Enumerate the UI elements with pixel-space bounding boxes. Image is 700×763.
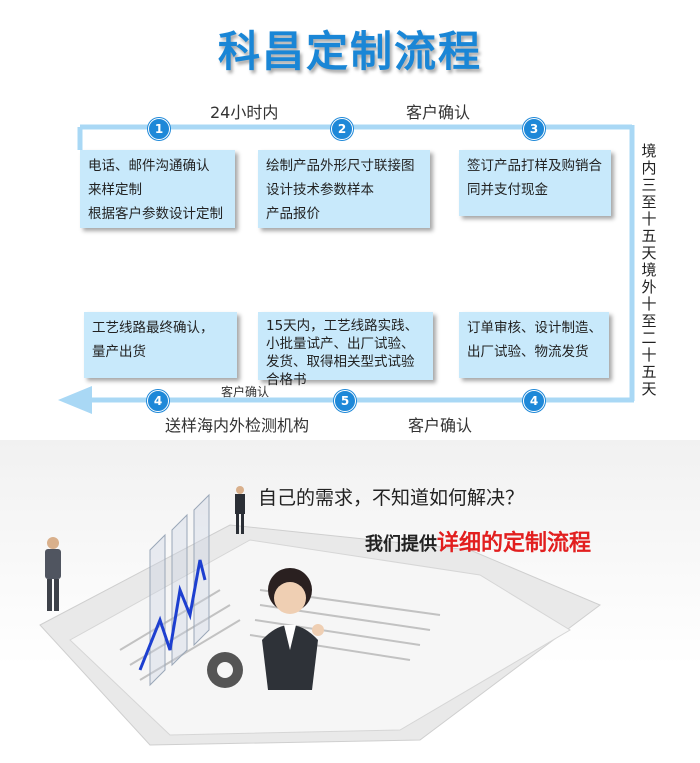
arrow-left-icon	[58, 386, 92, 414]
small-man-figure-icon	[235, 486, 245, 534]
step-5-line-1: 15天内，工艺线路实践、	[266, 318, 419, 334]
chart-line-icon	[138, 559, 207, 671]
step-number-2: 2	[331, 118, 353, 140]
side-label-domestic: 境内三至十五天	[641, 142, 657, 262]
label-within-24h: 24小时内	[210, 103, 279, 122]
step-6-line-1: 工艺线路最终确认，	[92, 320, 214, 336]
bottom-answer: 我们提供详细的定制流程	[365, 525, 591, 557]
step-2-line-1: 绘制产品外形尺寸联接图	[266, 158, 415, 174]
page-title: 科昌定制流程	[217, 27, 482, 76]
label-confirm-bottom-right: 客户确认	[408, 416, 473, 435]
step-3-line-2: 同并支付现金	[467, 182, 548, 198]
step-number-5: 5	[334, 390, 356, 412]
label-send-sample: 送样海内外检测机构	[165, 416, 310, 435]
label-confirm-top: 客户确认	[406, 103, 471, 122]
step-1-line-3: 根据客户参数设计定制	[88, 206, 223, 222]
step-box-6: 工艺线路最终确认， 量产出货	[84, 312, 237, 378]
step-number-6: 4	[147, 390, 169, 412]
step-box-2: 绘制产品外形尺寸联接图 设计技术参数样本 产品报价	[258, 150, 430, 228]
step-4-line-2: 出厂试验、物流发货	[467, 344, 589, 360]
step-5-line-4: 合格书	[266, 372, 307, 388]
label-confirm-bottom-left: 客户确认	[221, 385, 270, 399]
step-number-3: 3	[523, 118, 545, 140]
businessman-figure-icon	[45, 537, 61, 611]
step-6-line-2: 量产出货	[92, 344, 146, 360]
bottom-answer-prefix: 我们提供	[365, 534, 437, 555]
step-5-line-2: 小批量试产、出厂试验、	[266, 336, 415, 352]
businesswoman-figure-icon	[262, 568, 324, 690]
step-5-line-3: 发货、取得相关型式试验	[266, 354, 415, 370]
step-4-line-1: 订单审核、设计制造、	[467, 320, 602, 336]
step-box-3: 签订产品打样及购销合 同并支付现金	[459, 150, 611, 216]
step-box-1: 电话、邮件沟通确认 来样定制 根据客户参数设计定制	[80, 150, 235, 228]
newspaper-scene-illustration	[39, 486, 601, 746]
step-box-4: 订单审核、设计制造、 出厂试验、物流发货	[459, 312, 609, 378]
step-number-4: 4	[523, 390, 545, 412]
step-number-1: 1	[148, 118, 170, 140]
step-2-line-2: 设计技术参数样本	[266, 182, 374, 198]
side-label-overseas: 境外十至二十五天	[641, 261, 657, 398]
bottom-question: 自己的需求，不知道如何解决？	[258, 487, 525, 509]
bottom-answer-highlight: 详细的定制流程	[437, 531, 592, 556]
step-box-5: 15天内，工艺线路实践、 小批量试产、出厂试验、 发货、取得相关型式试验 合格书	[258, 312, 433, 388]
step-1-line-2: 来样定制	[88, 182, 142, 198]
step-2-line-3: 产品报价	[266, 206, 320, 222]
step-1-line-1: 电话、邮件沟通确认	[88, 158, 210, 174]
step-3-line-1: 签订产品打样及购销合	[467, 158, 602, 174]
